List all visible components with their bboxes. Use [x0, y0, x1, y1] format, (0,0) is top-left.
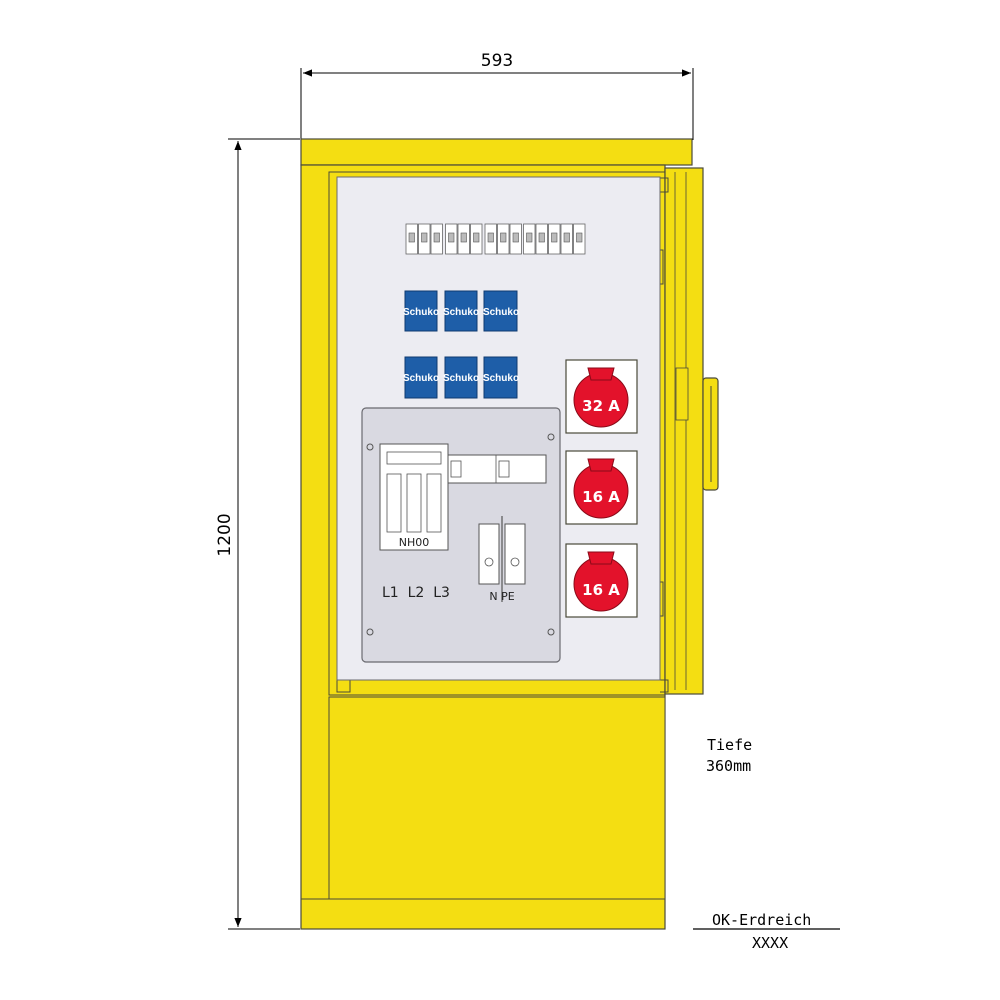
- breaker-toggle: [551, 232, 558, 243]
- cee-rating-label: 16 A: [582, 488, 620, 506]
- cee-rating-label: 16 A: [582, 581, 620, 599]
- n-pe-terminals: N PE: [478, 516, 526, 603]
- schuko-socket: Schuko: [403, 290, 439, 332]
- breaker-toggle: [538, 232, 545, 243]
- schuko-label: Schuko: [443, 307, 479, 318]
- cee-socket-32a: 32 A: [565, 359, 638, 434]
- width-label: 593: [481, 51, 513, 71]
- breaker-toggle: [448, 232, 455, 243]
- cee-socket-group: 32 A 16 A 16 A: [565, 359, 638, 618]
- ground-level: OK-Erdreich XXXX: [693, 911, 840, 952]
- schuko-label: Schuko: [483, 373, 519, 384]
- terminals-label: N PE: [489, 590, 514, 603]
- breaker-toggle: [460, 232, 467, 243]
- fuse-panel: NH00 N PE L1 L2 L3: [361, 407, 561, 663]
- breaker-toggle: [473, 232, 480, 243]
- schuko-label: Schuko: [443, 373, 479, 384]
- phases-label: L1 L2 L3: [382, 585, 450, 601]
- breaker-toggle: [433, 232, 440, 243]
- breaker-toggle: [408, 232, 415, 243]
- schuko-socket: Schuko: [443, 290, 479, 332]
- breaker-toggle: [500, 232, 507, 243]
- breaker-toggle: [487, 232, 494, 243]
- height-dimension: 1200: [215, 138, 300, 930]
- depth-value: 360mm: [706, 757, 751, 775]
- schuko-socket: Schuko: [483, 290, 519, 332]
- schuko-socket-group: Schuko Schuko Schuko Schuko Schuko Schuk…: [403, 290, 519, 399]
- schuko-label: Schuko: [403, 307, 439, 318]
- breaker-toggle: [526, 232, 533, 243]
- depth-title: Tiefe: [707, 736, 752, 754]
- schuko-label: Schuko: [403, 373, 439, 384]
- schuko-label: Schuko: [483, 307, 519, 318]
- schuko-socket: Schuko: [443, 356, 479, 399]
- cee-socket-16a: 16 A: [565, 450, 638, 525]
- circuit-breaker-row: [405, 223, 586, 255]
- breaker-toggle: [576, 232, 583, 243]
- nh00-fuse-switch: NH00: [379, 443, 449, 551]
- ground-hatch: XXXX: [752, 934, 788, 952]
- rcd-devices: [447, 454, 547, 484]
- width-dimension: 593: [300, 51, 694, 140]
- cee-rating-label: 32 A: [582, 397, 620, 415]
- schuko-socket: Schuko: [483, 356, 519, 399]
- schuko-socket: Schuko: [403, 356, 439, 399]
- breaker-toggle: [421, 232, 428, 243]
- breaker-toggle: [512, 232, 519, 243]
- breaker-toggle: [563, 232, 570, 243]
- ground-label: OK-Erdreich: [712, 911, 811, 929]
- fuse-label: NH00: [399, 536, 430, 549]
- cee-socket-16a: 16 A: [565, 543, 638, 618]
- depth-note: Tiefe 360mm: [706, 736, 752, 775]
- height-label: 1200: [215, 513, 235, 556]
